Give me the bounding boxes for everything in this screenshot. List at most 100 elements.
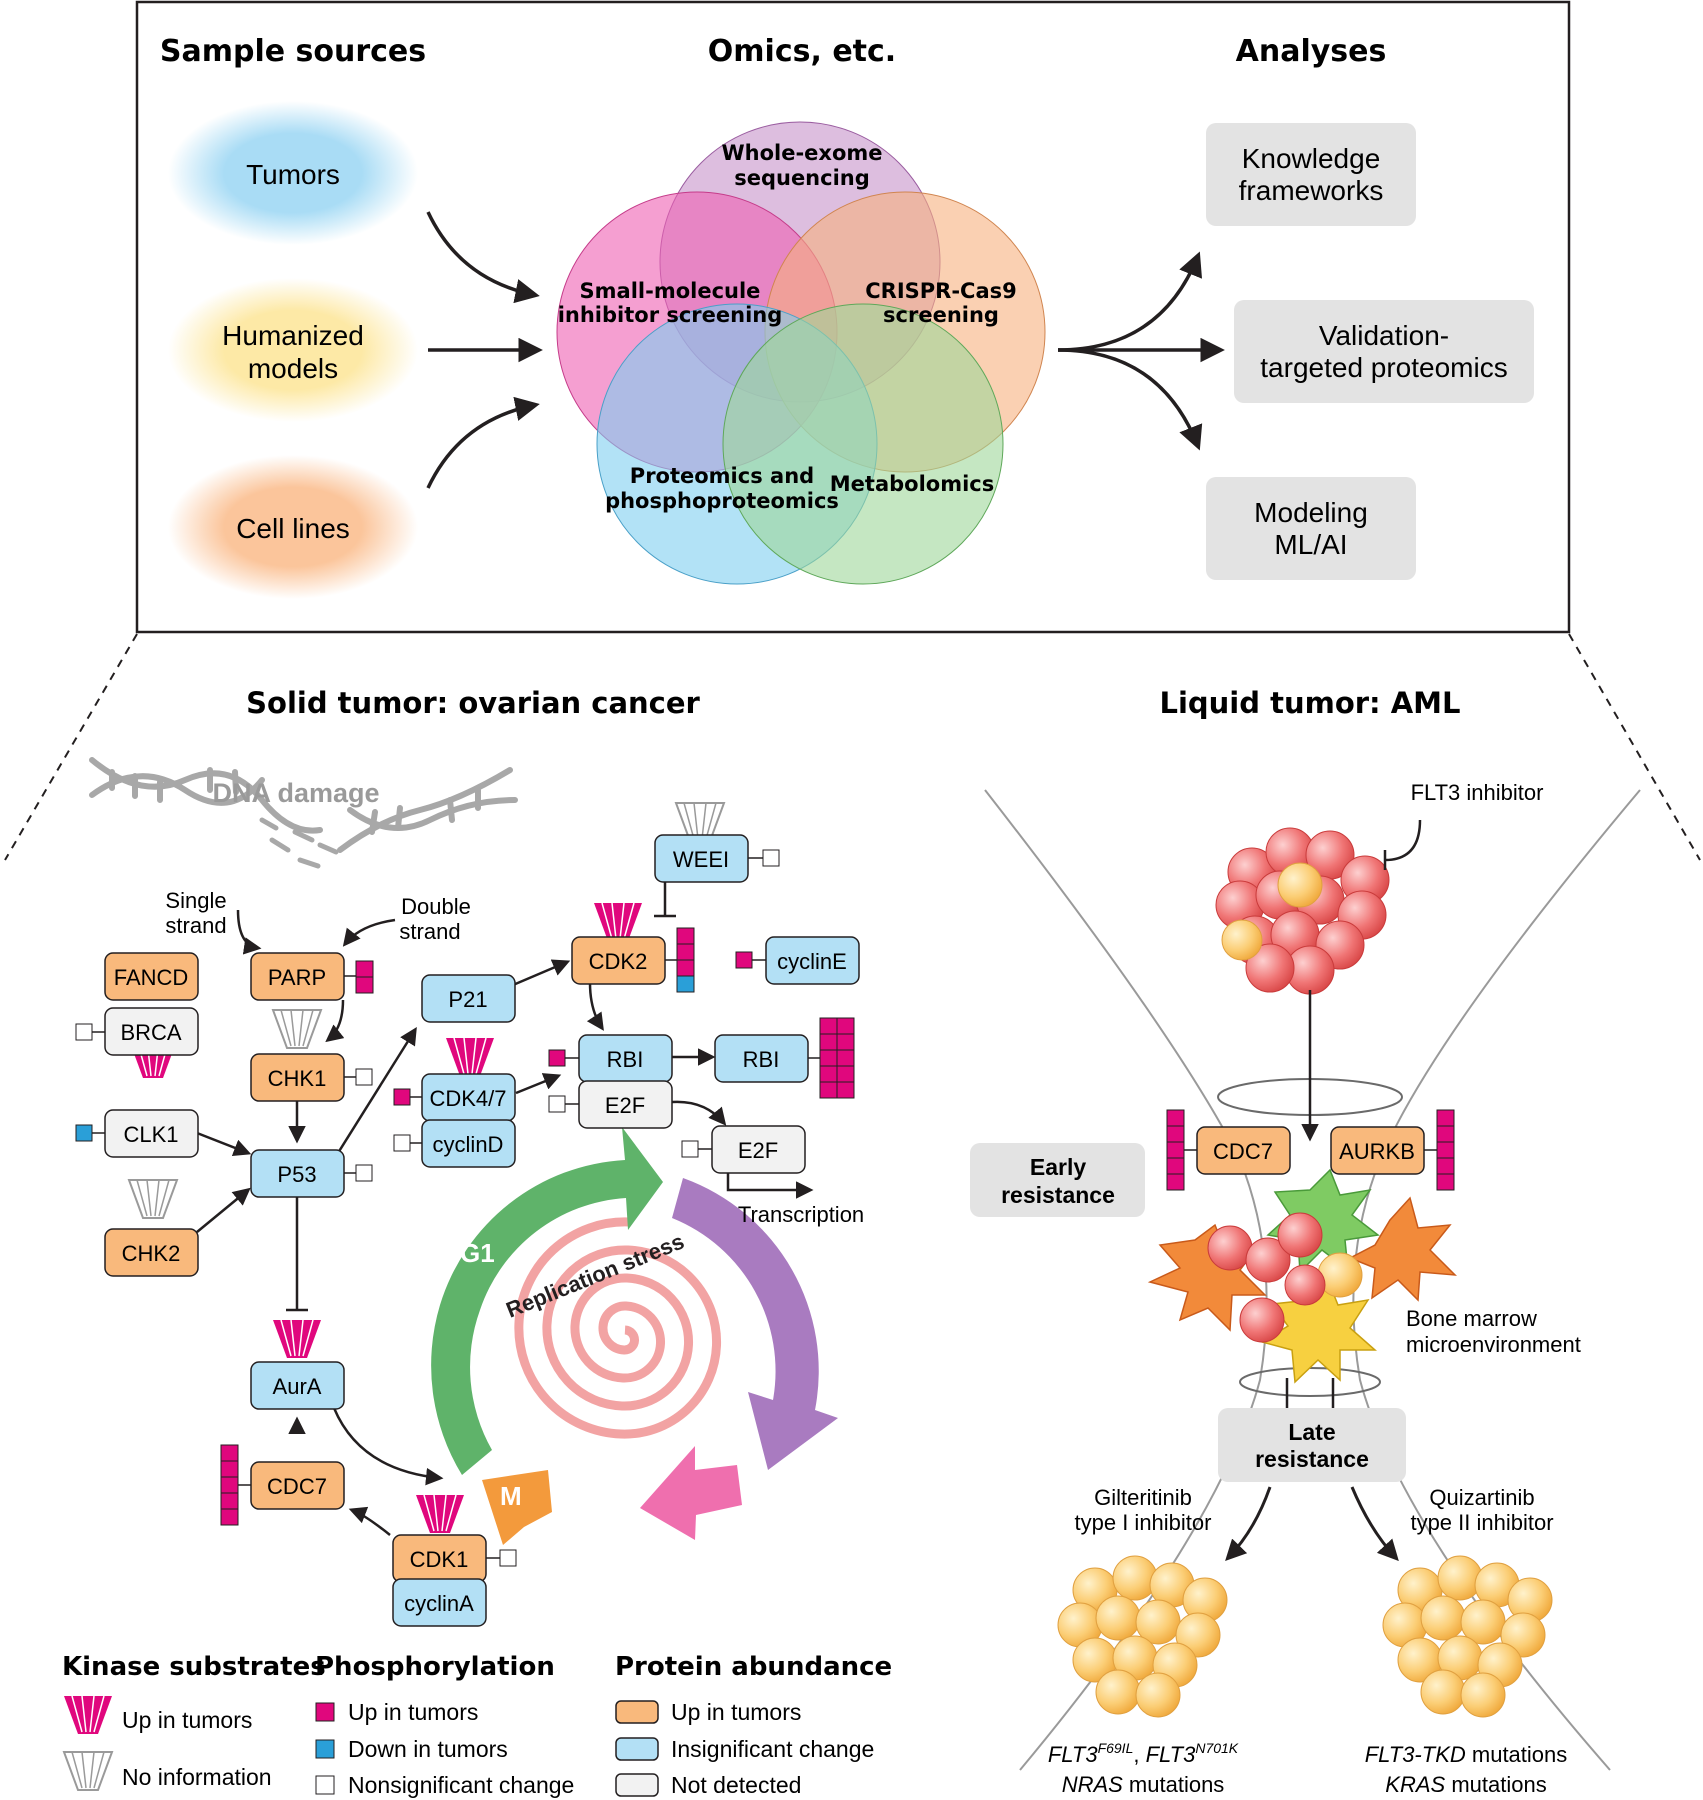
dna-break-fragments [259,817,339,869]
box-p21 [421,974,516,1023]
phase-s: S [738,1314,755,1344]
analysis-modeling-2: ML/AI [1274,529,1347,560]
kinase-up-icon-cdk47 [446,1037,494,1076]
label-cdk47: CDK4/7 [429,1086,506,1111]
late-resistance-line2: resistance [1255,1446,1369,1472]
aml-cell-cluster-top [1215,827,1390,995]
tumors-ellipse [168,101,418,245]
resistant-cluster-left [1057,1555,1228,1718]
g2-arrow [640,1446,742,1540]
legend-kinase-up-icon [64,1695,112,1734]
legend-phospho-down: Down in tumors [348,1736,508,1762]
g1-arrow [431,1127,663,1475]
liquid-tumor-header: Liquid tumor: AML [1159,686,1460,720]
flt3-inhibitor-label: FLT3 inhibitor [1411,780,1544,805]
single-strand-line2: strand [165,913,226,938]
double-strand-line1: Double [401,894,471,919]
label-cycline: cyclinE [777,949,847,974]
label-e2f-2: E2F [738,1138,778,1163]
label-p53: P53 [277,1162,316,1187]
source-humanized-line1: Humanized [222,320,364,351]
legend-abundance-nd-swatch [615,1773,659,1797]
legend-abundance-title: Protein abundance [615,1652,892,1682]
label-rbi-1: RBI [607,1047,644,1072]
early-resistance-box [970,1143,1145,1217]
late-resistance-box [1218,1408,1406,1482]
source-humanized-line2: models [248,353,338,384]
phase-m: M [500,1481,522,1511]
resistant-cluster-right [1382,1555,1553,1718]
arrow-single-strand [236,909,262,955]
label-parp: PARP [268,965,326,990]
venn-label-crispr-2: screening [883,303,999,327]
arrow-to-modeling [1057,348,1203,451]
label-cdk2: CDK2 [589,949,648,974]
arrow-gilteritinib [1225,1486,1272,1562]
legend-phospho-up: Up in tumors [348,1699,478,1725]
kinase-up-icon-aura [273,1319,321,1358]
phospho-sites [75,849,855,1567]
arrow-quizartinib [1350,1486,1399,1562]
arrow-cell-lines [426,396,540,489]
analyses-header: Analyses [1236,34,1387,69]
legend-phospho-ns-swatch [315,1775,335,1795]
analysis-validation-1: Validation- [1319,320,1449,351]
label-clk1: CLK1 [123,1122,178,1147]
arrow-tumors [426,211,540,304]
solid-tumor-header: Solid tumor: ovarian cancer [246,686,700,720]
legend-abundance-up: Up in tumors [671,1699,801,1725]
bone-marrow-cells [1147,1168,1457,1384]
box-fancd [104,952,199,1001]
legend-phospho-down-swatch [315,1739,335,1759]
top-panel-frame [135,0,1571,634]
label-rbi-2: RBI [743,1047,780,1072]
gilteritinib-line1: Gilteritinib [1094,1485,1192,1510]
label-p21: P21 [448,987,487,1012]
early-resistance-line2: resistance [1001,1182,1115,1208]
quizartinib-line1: Quizartinib [1429,1485,1534,1510]
kinase-up-icon-cdk2 [594,902,642,941]
label-e2f-1: E2F [605,1093,645,1118]
venn-label-wes-1: Whole-exome [721,141,882,165]
box-cyclina [392,1578,487,1627]
kinase-none-icon-chk2 [127,1179,179,1219]
omics-venn [556,121,1046,585]
legend-phospho-title: Phosphorylation [315,1652,555,1682]
analysis-knowledge-2: frameworks [1239,175,1384,206]
single-strand-line1: Single [165,888,226,913]
zoom-line-right [1568,633,1701,861]
venn-label-metab: Metabolomics [830,472,994,496]
box-chk2 [104,1228,199,1277]
phase-g1: G1 [460,1238,495,1268]
label-chk1: CHK1 [268,1066,327,1091]
flt3-inhibition-edge [1384,819,1422,862]
venn-label-smi-2: inhibitor screening [558,303,783,327]
cell-lines-ellipse [168,455,418,599]
bone-marrow-line2: microenvironment [1406,1332,1581,1357]
arrow-to-knowledge [1057,251,1203,352]
label-cdk1: CDK1 [410,1547,469,1572]
analysis-knowledge-1: Knowledge [1242,143,1381,174]
aml-phospho-sites [1166,1109,1455,1191]
validation-box [1234,300,1534,403]
legend-abundance-up-swatch [615,1700,659,1724]
zoom-line-left [4,633,138,861]
phase-g2: G2 [607,1478,642,1508]
s-arrow [672,1178,838,1470]
label-cyclind: cyclinD [433,1132,504,1157]
analysis-modeling-1: Modeling [1254,497,1368,528]
cell-cycle-wheel [514,1217,722,1439]
label-cdc7: CDC7 [267,1474,327,1499]
kinase-up-icon-cdk1 [416,1494,464,1533]
protein-boxes: FANCD BRCA CLK1 CHK2 PARP CHK1 P53 AurA … [104,834,860,1627]
modeling-box [1206,477,1416,580]
late-resistance-line1: Late [1288,1419,1335,1445]
legend-kinase-none: No information [122,1764,272,1790]
venn-label-wes-2: sequencing [734,166,870,190]
replication-stress-spiral [514,1217,722,1439]
legend-phospho-ns: Nonsignificant change [348,1772,574,1798]
aml-label-aurkb: AURKB [1339,1139,1415,1164]
label-chk2: CHK2 [122,1241,181,1266]
label-cyclina: cyclinA [404,1591,474,1616]
